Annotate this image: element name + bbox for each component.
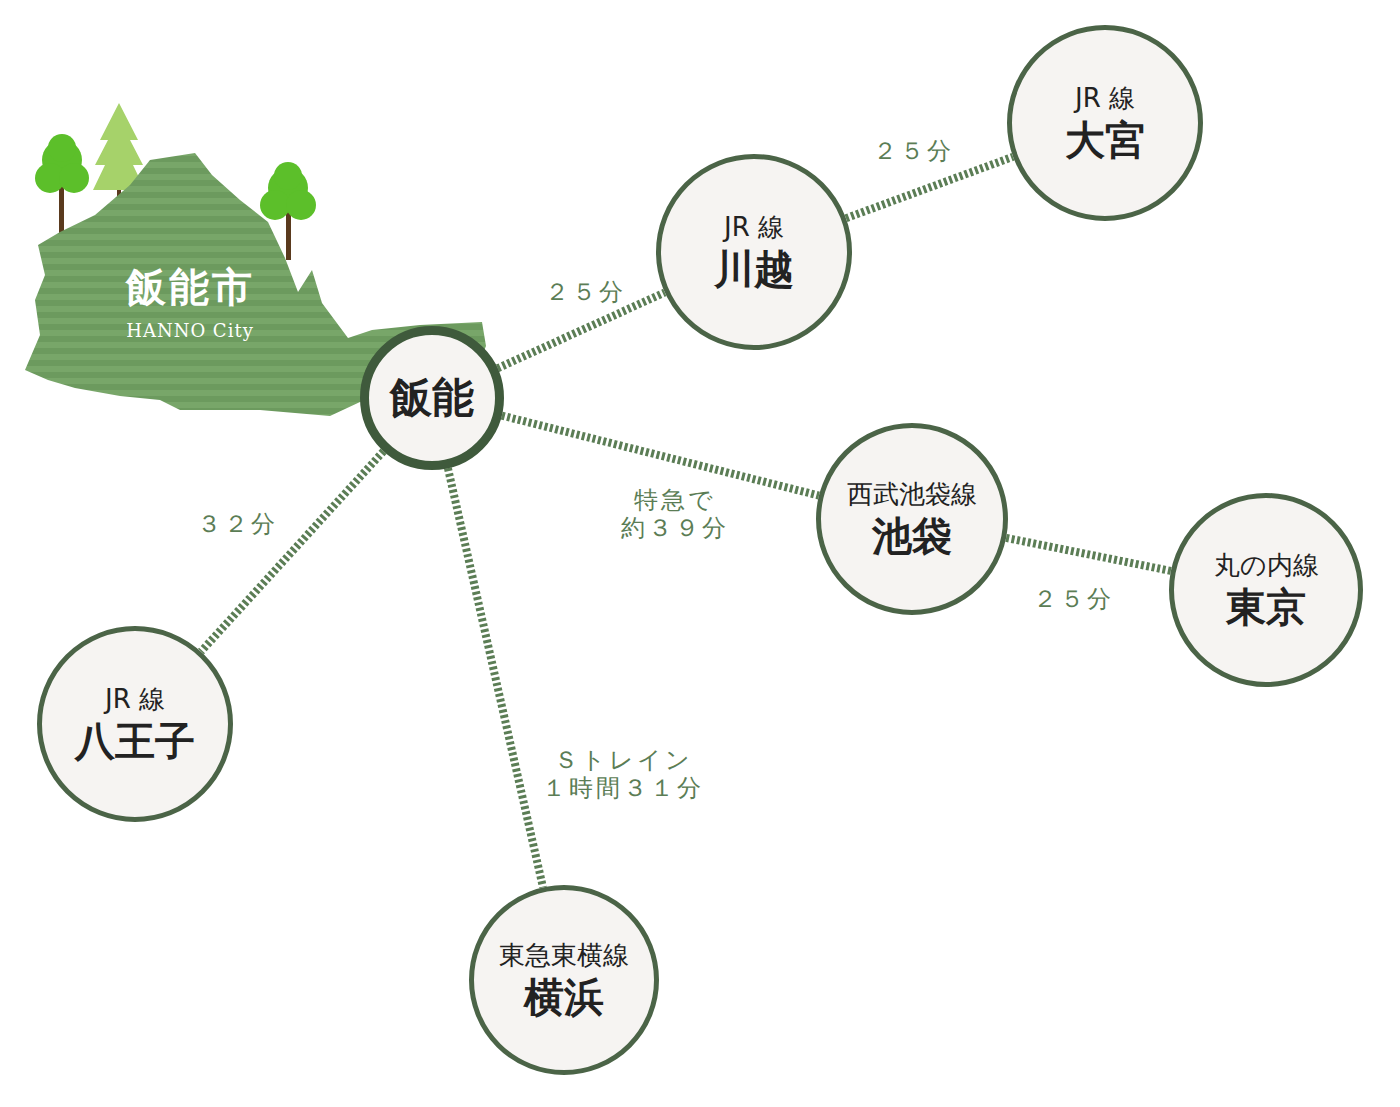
route-line [1006,538,1171,571]
node-text: 丸の内線 [1214,549,1319,583]
route-line [201,451,384,651]
route-line [846,157,1013,218]
route-line [448,468,543,887]
station-circle: JR 線八王子 [37,626,233,822]
node-text: JR 線 [1075,82,1135,116]
station-circle: JR 線大宮 [1007,25,1203,221]
station-circle: 西武池袋線池袋 [816,423,1008,615]
node-text: 飯能 [390,371,474,426]
node-text: 池袋 [872,512,952,560]
node-text: 東京 [1226,583,1306,631]
travel-time: ２５分 [1013,586,1133,614]
node-text: JR 線 [724,211,784,245]
node-text: 飯能市 [126,260,255,315]
hub-station-circle: 飯能 [360,326,504,470]
route-line [502,416,819,496]
node-text: HANNO City [126,320,254,341]
station-circle: 東急東横線横浜 [469,885,659,1075]
travel-time: Ｓトレイン １時間３１分 [523,747,723,802]
station-circle: 丸の内線東京 [1169,493,1363,687]
node-text: 西武池袋線 [847,478,977,512]
node-text: 東急東横線 [499,939,629,973]
node-text: 八王子 [75,717,195,765]
node-text: 横浜 [524,973,604,1021]
node-text: JR 線 [105,683,165,717]
travel-time: ２５分 [853,138,973,166]
travel-time: ３２分 [177,511,297,539]
travel-time: ２５分 [525,279,645,307]
travel-time: 特急で 約３９分 [610,487,740,542]
node-text: 川越 [714,245,794,293]
node-text: 大宮 [1065,116,1145,164]
station-circle: JR 線川越 [656,154,852,350]
